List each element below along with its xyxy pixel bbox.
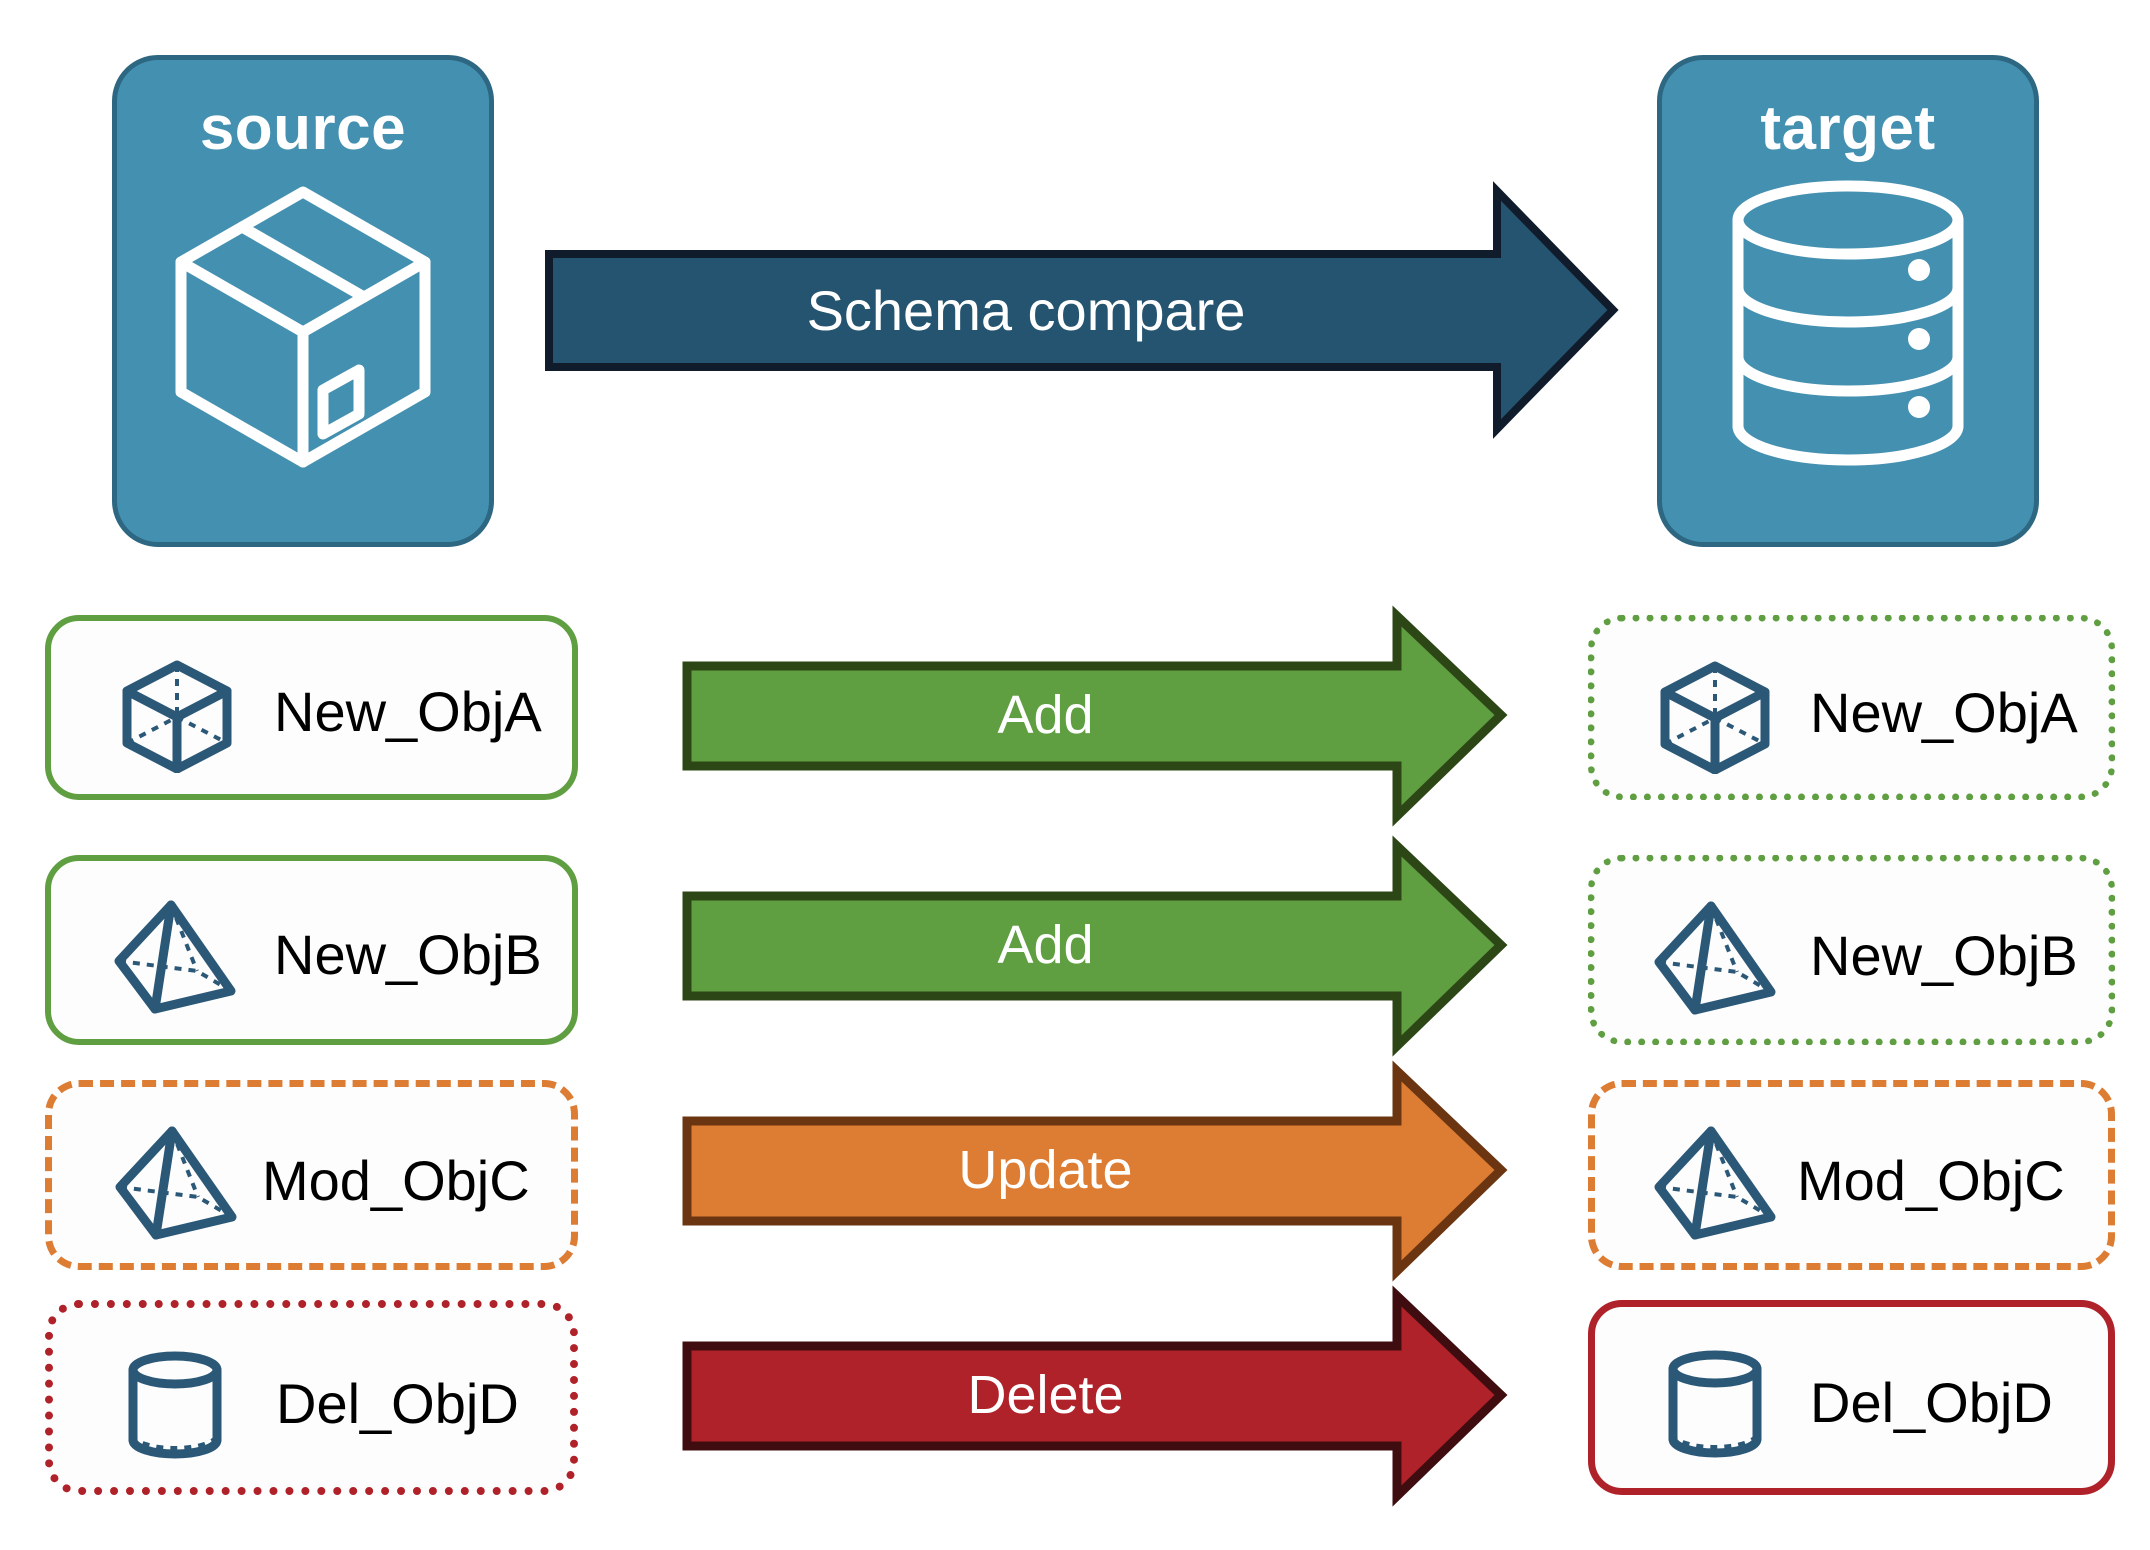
add-arrow[interactable]: Add [682, 605, 1508, 827]
source-panel-title: source [199, 94, 407, 163]
schema-compare-arrow-label: Schema compare [806, 279, 1246, 342]
source-object-row[interactable]: Mod_ObjC [45, 1080, 578, 1270]
source-object-label: New_ObjB [274, 923, 542, 986]
wireframe-cube-icon [1657, 658, 1773, 774]
wireframe-pyramid-icon [1653, 1125, 1779, 1241]
schema-compare-arrow[interactable]: Schema compare [545, 181, 1619, 439]
wireframe-cylinder-icon [1665, 1349, 1765, 1461]
target-panel[interactable]: target [1657, 55, 2039, 547]
source-panel[interactable]: source [112, 55, 494, 547]
target-object-row[interactable]: Del_ObjD [1588, 1300, 2115, 1495]
wireframe-pyramid-icon [1653, 900, 1779, 1016]
wireframe-pyramid-icon [113, 899, 239, 1015]
source-object-row[interactable]: New_ObjB [45, 855, 578, 1045]
database-cylinder-icon [1723, 178, 1973, 473]
target-object-label: New_ObjA [1810, 681, 2078, 744]
target-panel-title: target [1760, 94, 1936, 163]
target-object-row[interactable]: New_ObjA [1588, 615, 2115, 800]
update-arrow[interactable]: Update [682, 1060, 1508, 1282]
source-object-row[interactable]: New_ObjA [45, 615, 578, 800]
source-object-label: Mod_ObjC [262, 1149, 530, 1212]
target-object-label: Mod_ObjC [1797, 1149, 2065, 1212]
delete-arrow-label: Delete [967, 1365, 1124, 1425]
add-arrow-label: Add [997, 915, 1094, 975]
wireframe-cube-icon [119, 657, 235, 773]
source-object-label: New_ObjA [274, 680, 542, 743]
target-object-label: New_ObjB [1810, 924, 2078, 987]
target-object-row[interactable]: New_ObjB [1588, 855, 2115, 1045]
delete-arrow[interactable]: Delete [682, 1285, 1508, 1507]
wireframe-pyramid-icon [114, 1125, 240, 1241]
target-object-row[interactable]: Mod_ObjC [1588, 1080, 2115, 1270]
package-cube-icon [163, 178, 443, 473]
update-arrow-label: Update [958, 1140, 1133, 1200]
wireframe-cylinder-icon [125, 1350, 225, 1462]
target-object-label: Del_ObjD [1810, 1371, 2053, 1434]
source-object-label: Del_ObjD [276, 1372, 519, 1435]
add-arrow-label: Add [997, 685, 1094, 745]
source-object-row[interactable]: Del_ObjD [45, 1300, 578, 1495]
add-arrow[interactable]: Add [682, 835, 1508, 1057]
